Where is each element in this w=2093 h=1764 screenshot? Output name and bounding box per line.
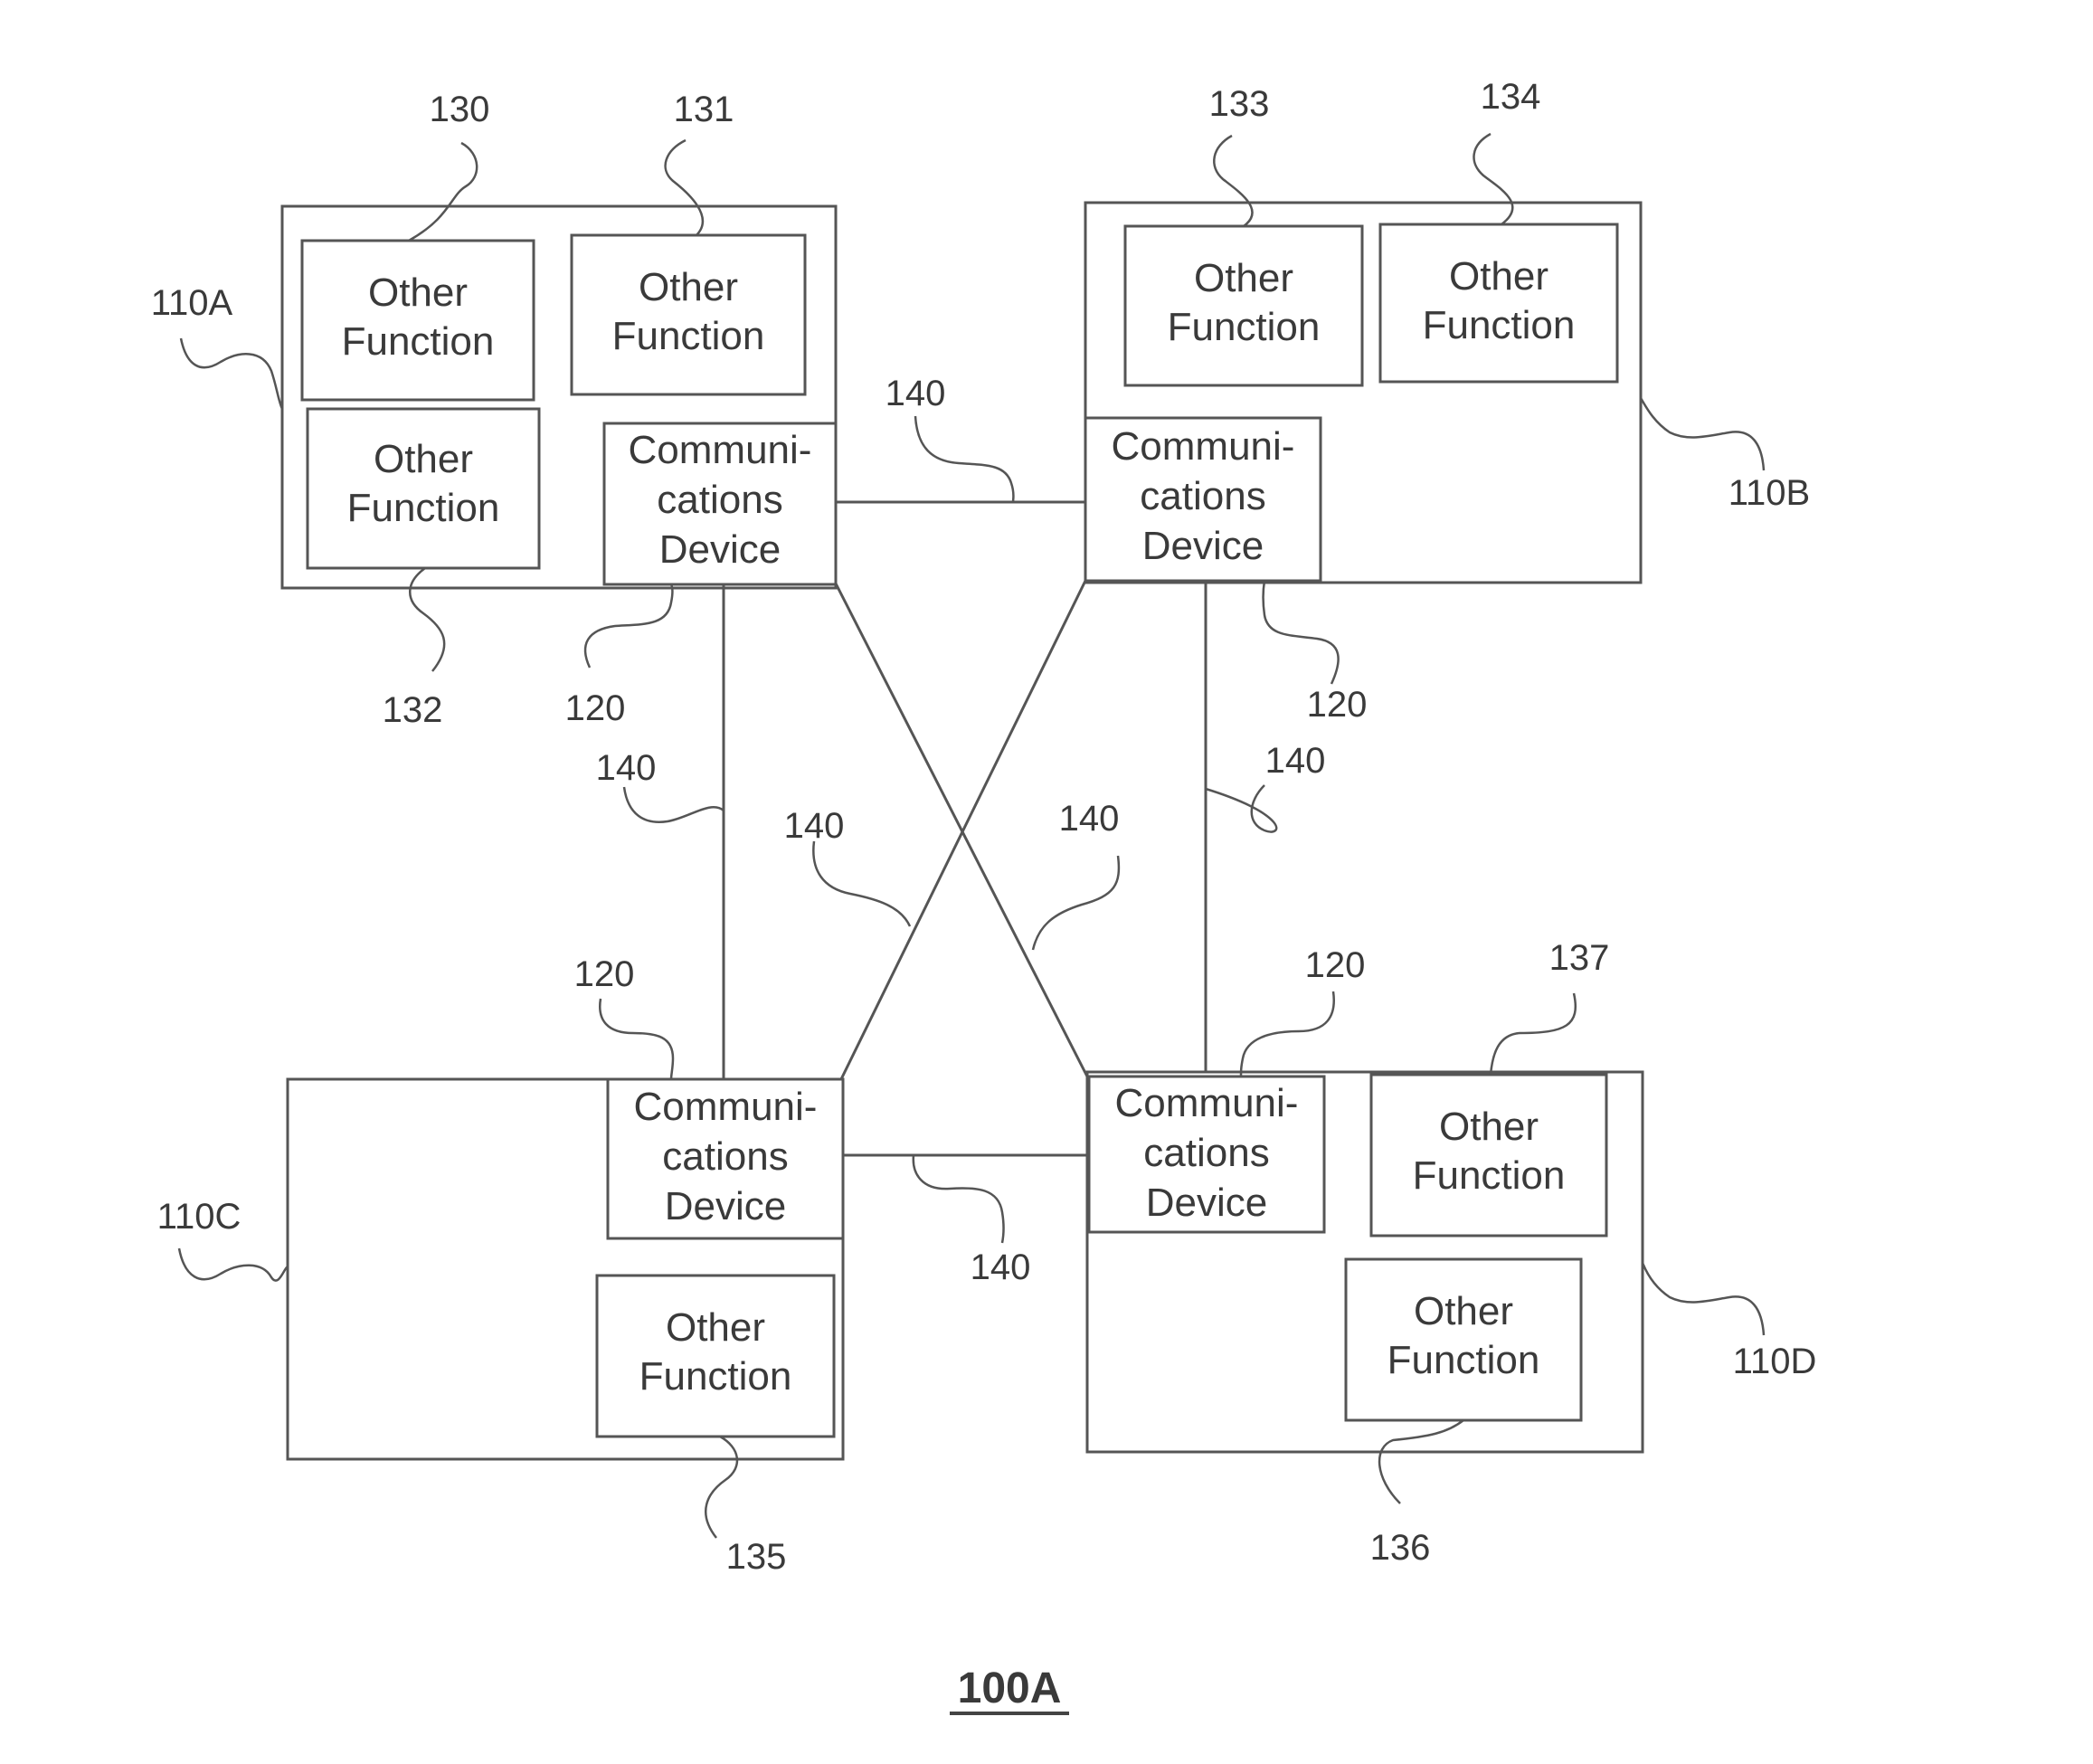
leader-133: [1214, 136, 1252, 226]
function-label-line2: Function: [347, 486, 500, 530]
comm-label-line1: Communi-: [1115, 1081, 1299, 1125]
ref-140-right: 140: [1265, 741, 1326, 781]
leader-136: [1379, 1420, 1463, 1503]
function-label-line2: Function: [1387, 1338, 1540, 1382]
function-box-137: Other Function: [1371, 1075, 1606, 1236]
ref-110d: 110D: [1733, 1342, 1817, 1381]
function-label-line2: Function: [639, 1354, 792, 1399]
function-label-line2: Function: [1423, 303, 1576, 347]
ref-140-top: 140: [886, 374, 946, 413]
function-label-line2: Function: [612, 314, 765, 358]
leader-131: [666, 140, 703, 235]
comm-label-line2: cations: [662, 1134, 788, 1179]
ref-110a: 110A: [151, 283, 233, 323]
leader-110d: [1643, 1263, 1764, 1335]
leader-110a: [181, 338, 282, 409]
function-label-line2: Function: [1413, 1153, 1566, 1198]
ref-135: 135: [726, 1537, 787, 1577]
comm-label-line1: Communi-: [1112, 424, 1295, 469]
function-label-line2: Function: [342, 319, 495, 364]
function-label-line1: Other: [374, 437, 473, 481]
function-box-131: Other Function: [572, 235, 805, 394]
function-label-line1: Other: [1194, 256, 1293, 300]
ref-140-left: 140: [596, 748, 657, 788]
ref-120-b: 120: [1307, 685, 1368, 725]
function-label-line1: Other: [1414, 1289, 1513, 1333]
leader-120-a: [585, 584, 672, 668]
ref-133: 133: [1209, 84, 1270, 124]
comm-device-110d: Communi- cations Device: [1089, 1076, 1324, 1232]
function-box-136: Other Function: [1346, 1259, 1581, 1420]
link-b-c: [841, 581, 1085, 1079]
ref-110b: 110B: [1728, 473, 1810, 513]
leader-120-b: [1264, 581, 1339, 684]
function-label-line1: Other: [639, 265, 738, 309]
leader-110b: [1641, 398, 1764, 470]
ref-120-d: 120: [1305, 945, 1366, 985]
comm-label-line3: Device: [1146, 1181, 1268, 1225]
ref-140-cross-right: 140: [1059, 799, 1120, 839]
comm-device-110b: Communi- cations Device: [1085, 418, 1321, 581]
comm-label-line3: Device: [659, 527, 781, 572]
node-110d: [1087, 1072, 1643, 1452]
comm-device-110c: Communi- cations Device: [608, 1079, 843, 1238]
ref-131: 131: [674, 90, 734, 129]
function-label-line1: Other: [1449, 254, 1548, 299]
function-label-line1: Other: [666, 1305, 765, 1350]
leader-140-bottom: [914, 1155, 1004, 1243]
leader-110c: [179, 1248, 288, 1281]
figure-label: 100A: [958, 1664, 1062, 1712]
leader-132: [410, 568, 444, 671]
ref-120-c: 120: [574, 954, 635, 994]
leader-137: [1491, 993, 1576, 1075]
leader-120-c: [600, 999, 673, 1079]
leader-140-cross-left: [813, 841, 910, 926]
comm-label-line2: cations: [1143, 1131, 1269, 1175]
function-label-line1: Other: [1439, 1105, 1539, 1149]
comm-label-line2: cations: [1140, 474, 1265, 518]
leader-130: [409, 143, 477, 241]
function-box-133: Other Function: [1125, 226, 1362, 385]
ref-136: 136: [1370, 1528, 1431, 1568]
comm-device-110a: Communi- cations Device: [604, 423, 836, 584]
function-box-134: Other Function: [1380, 224, 1617, 382]
ref-110c: 110C: [157, 1197, 242, 1237]
leader-140-right: [1206, 785, 1276, 831]
ref-120-a: 120: [565, 688, 626, 728]
function-label-line2: Function: [1168, 305, 1321, 349]
ref-140-bottom: 140: [971, 1247, 1031, 1287]
comm-label-line1: Communi-: [629, 428, 812, 472]
leader-135: [706, 1437, 737, 1538]
leader-140-cross-right: [1033, 856, 1119, 950]
ref-132: 132: [383, 690, 443, 730]
leader-120-d: [1241, 991, 1334, 1076]
leader-140-left: [624, 787, 724, 822]
ref-137: 137: [1549, 938, 1610, 978]
function-box-132: Other Function: [308, 409, 539, 568]
comm-label-line3: Device: [665, 1184, 787, 1228]
function-label-line1: Other: [368, 270, 468, 315]
leader-134: [1474, 134, 1513, 224]
leader-140-top: [915, 416, 1014, 502]
comm-label-line3: Device: [1142, 524, 1264, 568]
link-a-d: [836, 583, 1087, 1076]
ref-140-cross-left: 140: [784, 806, 845, 846]
function-box-135: Other Function: [597, 1276, 834, 1437]
ref-130: 130: [430, 90, 490, 129]
ref-134: 134: [1481, 77, 1541, 117]
comm-label-line1: Communi-: [634, 1085, 818, 1129]
comm-label-line2: cations: [657, 478, 782, 522]
function-box-130: Other Function: [302, 241, 534, 400]
